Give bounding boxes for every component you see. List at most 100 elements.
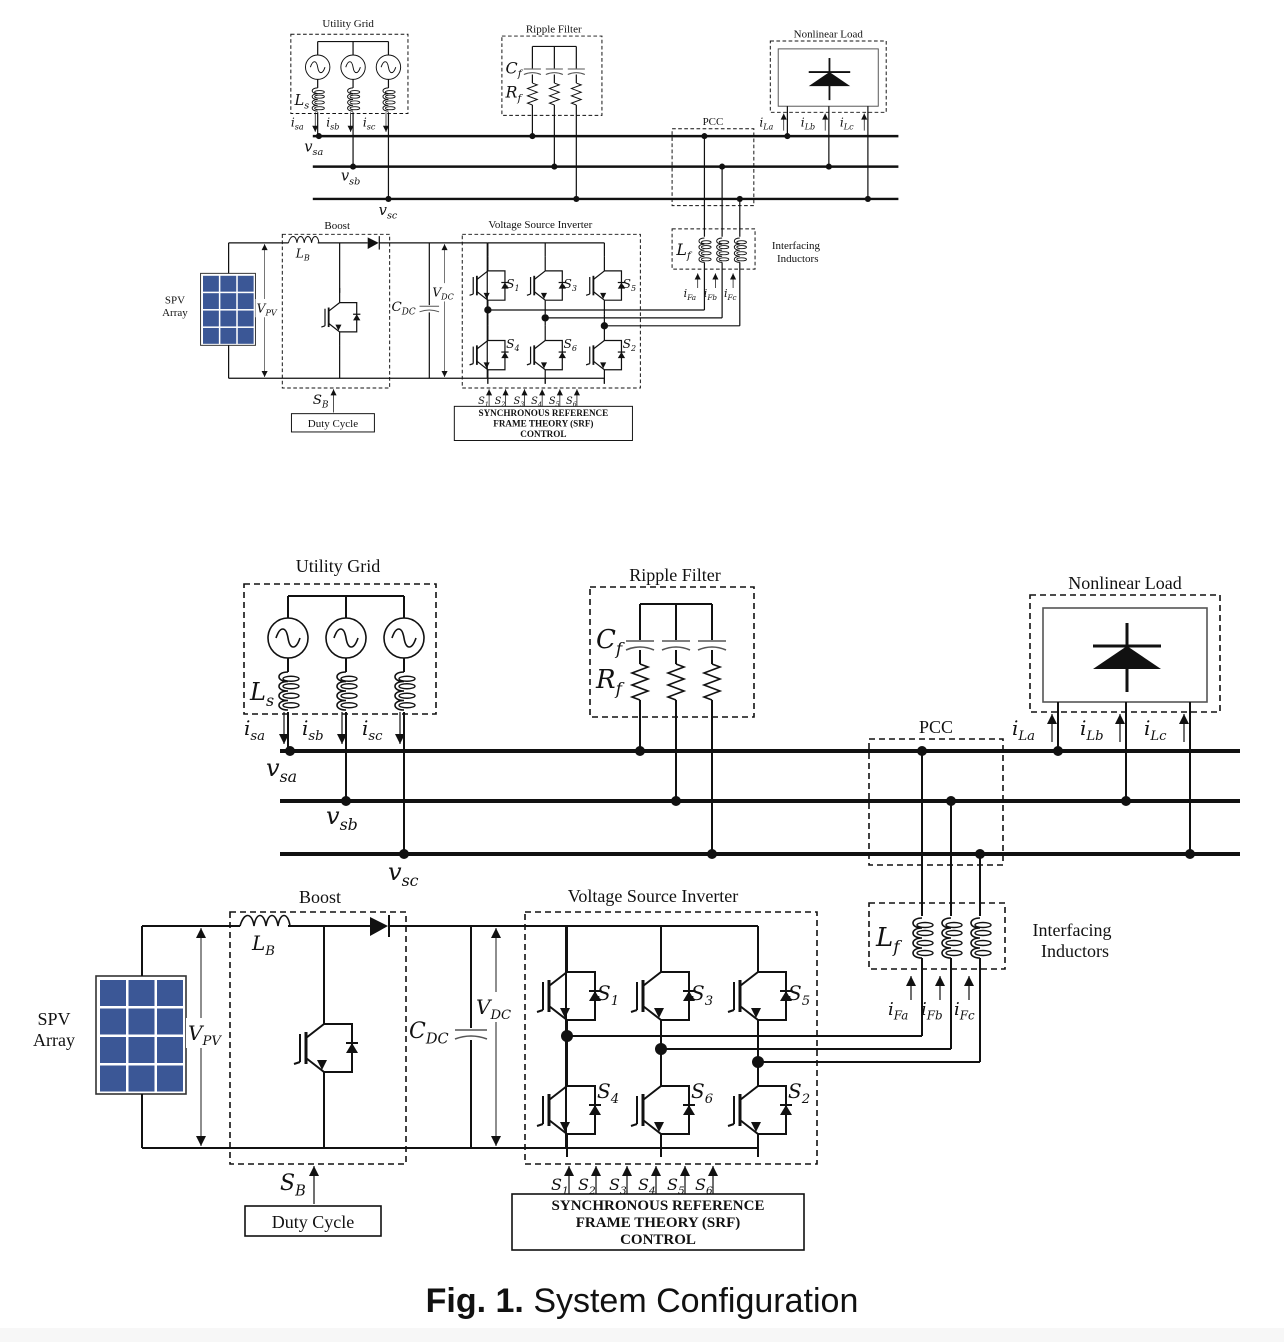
source-inductor-icon-loop — [314, 94, 325, 99]
source-inductor-icon-loop — [282, 683, 300, 690]
switch-lower-icon-diode — [617, 352, 626, 359]
gate-signal-arrow-head — [622, 1166, 632, 1176]
vpv-arrow-bottom — [196, 1136, 206, 1146]
interfacing-inductor-icon-loop — [718, 257, 730, 262]
interfacing-inductor-icon-loop — [700, 251, 712, 256]
label-CDC: CDC — [409, 1019, 449, 1048]
interfacing-inductor-icon-loop — [945, 929, 963, 937]
srf-label-line3: CONTROL — [620, 1232, 696, 1248]
duty-cycle-box — [290, 413, 375, 433]
label-i-Fb: iFb — [704, 287, 718, 302]
interfacing-inductor-icon — [716, 237, 723, 263]
boost-inductor-icon — [239, 914, 291, 927]
pv-cell — [157, 1065, 183, 1092]
label-Cf: Cf — [506, 58, 524, 80]
label-VDC: VDC — [432, 286, 453, 302]
label-v-sb: vsb — [326, 802, 358, 834]
switch-lower-icon-diode-loop — [567, 1085, 596, 1135]
duty-cycle-label: Duty Cycle — [272, 1212, 355, 1232]
vdc-arrow-top — [491, 928, 501, 938]
switch-lower-icon-diode — [780, 1105, 792, 1115]
label-switch-upper: S1 — [506, 277, 519, 293]
srf-control-box — [511, 1193, 805, 1251]
junction-dot — [707, 849, 717, 859]
label-i-La: iLa — [759, 115, 773, 131]
filter-current-arrow-head — [730, 273, 737, 280]
switch-upper-icon-ce — [593, 270, 605, 301]
filter-current-arrow-head — [712, 273, 719, 280]
switch-lower-icon-gate-lead — [536, 1123, 544, 1127]
boost-switch-icon-ce — [328, 302, 341, 333]
switch-lower-icon-gate-lead — [469, 363, 474, 366]
switch-lower-icon-gate-lead — [585, 363, 590, 366]
interfacing-inductor-icon-loop — [974, 939, 992, 947]
label-gate-S3: S3 — [513, 396, 524, 408]
label-switch-lower: S4 — [597, 1079, 619, 1107]
label-VPV: VPV — [188, 1021, 222, 1049]
source-inductor-icon — [336, 671, 347, 711]
vdc-arrow-bottom — [441, 370, 448, 378]
switch-upper-icon-gate-lead — [630, 1009, 638, 1013]
gate-signal-arrow-head — [502, 389, 509, 396]
label-v-sc: vsc — [388, 858, 419, 890]
interfacing-inductor-icon-loop — [974, 929, 992, 937]
boost-switch-icon-diode — [353, 314, 361, 321]
interfacing-inductor-icon-loop — [916, 921, 934, 929]
vpv-label-bg — [186, 1018, 222, 1048]
switch-lower-icon-diode-loop — [661, 1085, 690, 1135]
interfacing-label-line1: Interfacing — [772, 240, 821, 252]
label-switch-lower: S2 — [623, 337, 636, 353]
switch-upper-icon-diode — [589, 991, 601, 1001]
spv-label-line1: SPV — [165, 294, 185, 306]
source-inductor-icon-loop — [340, 692, 358, 699]
caption-prefix: Fig. 1. — [425, 1282, 524, 1320]
label-i-La: iLa — [1012, 716, 1035, 744]
switch-upper-icon-diode — [617, 282, 626, 289]
label-gate-S3: S3 — [609, 1175, 627, 1197]
source-inductor-icon-loop — [349, 106, 361, 111]
srf-label-line3: CONTROL — [520, 429, 566, 439]
filter-capacitor-icon-plate2 — [625, 646, 655, 651]
load-current-arrow-head — [780, 113, 787, 120]
pv-cell — [128, 1008, 155, 1035]
source-inductor-icon-loop — [349, 94, 361, 99]
interfacing-inductor-icon-loop — [916, 939, 934, 947]
label-Ls: Ls — [249, 678, 274, 710]
pv-cell — [203, 293, 219, 310]
switch-lower-icon-emitter-arrow — [600, 362, 607, 369]
interfacing-inductor-icon-loop — [736, 257, 747, 262]
pv-cell — [237, 310, 254, 327]
source-inductor-icon — [311, 87, 318, 112]
switch-upper-icon-diode — [780, 991, 792, 1001]
label-v-sc: vsc — [379, 202, 398, 222]
pcc-label: PCC — [919, 717, 953, 737]
interfacing-inductor-icon — [912, 917, 923, 959]
interfacing-inductor-icon-loop — [974, 949, 992, 957]
label-gate-S6: S6 — [566, 396, 577, 408]
spv-label-line2: Array — [162, 307, 188, 319]
source-current-arrow-head — [347, 125, 354, 132]
interfacing-inductor-icon-loop — [945, 939, 963, 947]
ac-source-icon-sine — [275, 628, 301, 648]
srf-label-line1: SYNCHRONOUS REFERENCE — [552, 1198, 765, 1214]
filter-resistor-icon — [570, 82, 583, 106]
filter-capacitor-icon-plate2 — [567, 72, 586, 75]
label-Lf: Lf — [675, 240, 693, 262]
boost-switch-icon-gate-lead — [293, 1061, 301, 1065]
switch-lower-icon-diode — [558, 352, 566, 359]
switch-lower-icon-ce — [548, 1085, 568, 1135]
interfacing-label-line2: Inductors — [1041, 941, 1109, 961]
caption-text: System Configuration — [533, 1282, 859, 1320]
source-inductor-icon — [347, 87, 354, 112]
gate-signal-arrow-head — [651, 1166, 661, 1176]
switch-upper-icon-gate-lead — [526, 293, 531, 296]
label-switch-upper: S3 — [564, 277, 577, 293]
label-LB: LB — [295, 246, 310, 262]
ac-source-icon-sine — [333, 628, 359, 648]
load-current-arrow-head — [1115, 714, 1125, 724]
load-current-arrow-head — [1179, 714, 1189, 724]
source-inductor-icon-loop — [314, 90, 325, 94]
pv-cell — [157, 980, 183, 1006]
